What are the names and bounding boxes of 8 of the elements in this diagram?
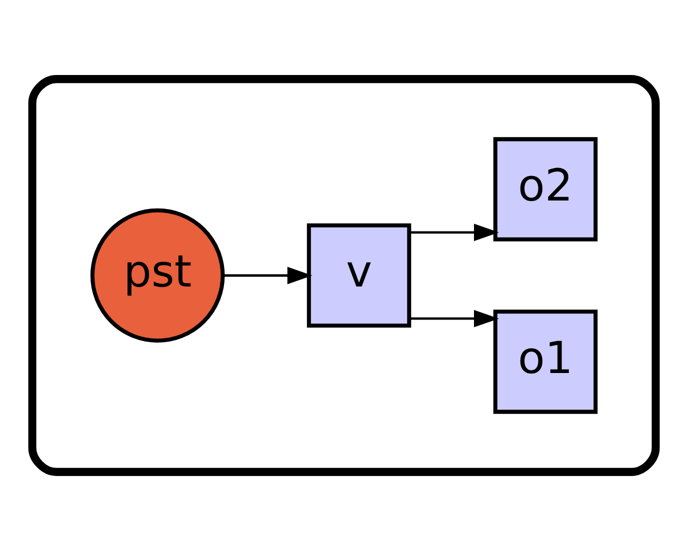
arrow <box>222 266 312 284</box>
node-box: v <box>306 223 412 328</box>
node-box: o2 <box>493 137 598 242</box>
arrow <box>410 310 499 328</box>
node-circle: pst <box>90 208 225 343</box>
node-box: o1 <box>493 310 598 414</box>
cluster <box>28 75 660 476</box>
arrow <box>410 224 499 242</box>
